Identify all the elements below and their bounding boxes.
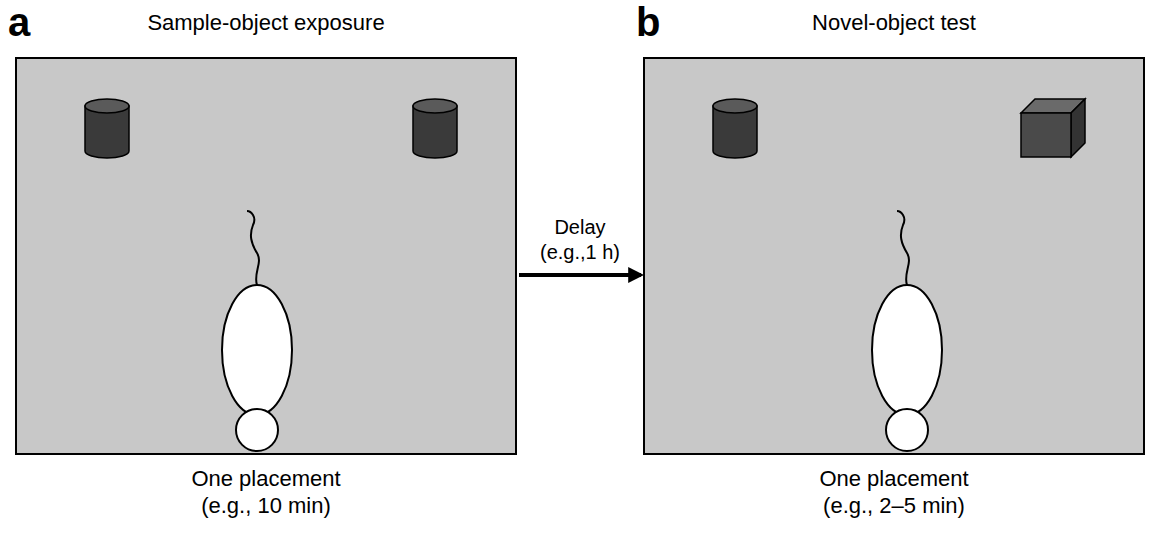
- edge-label: Delay (e.g.,1 h): [526, 215, 634, 265]
- arena-box: Novel-object testOne placement (e.g., 2–…: [643, 57, 1145, 455]
- arena-illustration: [17, 59, 515, 453]
- cylinder-object: [413, 99, 457, 158]
- cylinder-object: [713, 99, 757, 158]
- arena-box: Sample-object exposureOne placement (e.g…: [15, 57, 517, 455]
- rat-figure: [872, 211, 942, 451]
- cube-object: [1021, 99, 1085, 157]
- panel-caption: One placement (e.g., 10 min): [171, 465, 361, 519]
- panel-title: Sample-object exposure: [17, 9, 515, 36]
- cylinder-object: [85, 99, 129, 158]
- panel-title: Novel-object test: [645, 9, 1143, 36]
- rat-figure: [222, 211, 292, 451]
- panel-letter: b: [636, 0, 660, 44]
- panel-caption: One placement (e.g., 2–5 min): [799, 465, 989, 519]
- panel-letter: a: [8, 0, 30, 44]
- delay-arrow: [519, 273, 641, 277]
- arena-illustration: [645, 59, 1143, 453]
